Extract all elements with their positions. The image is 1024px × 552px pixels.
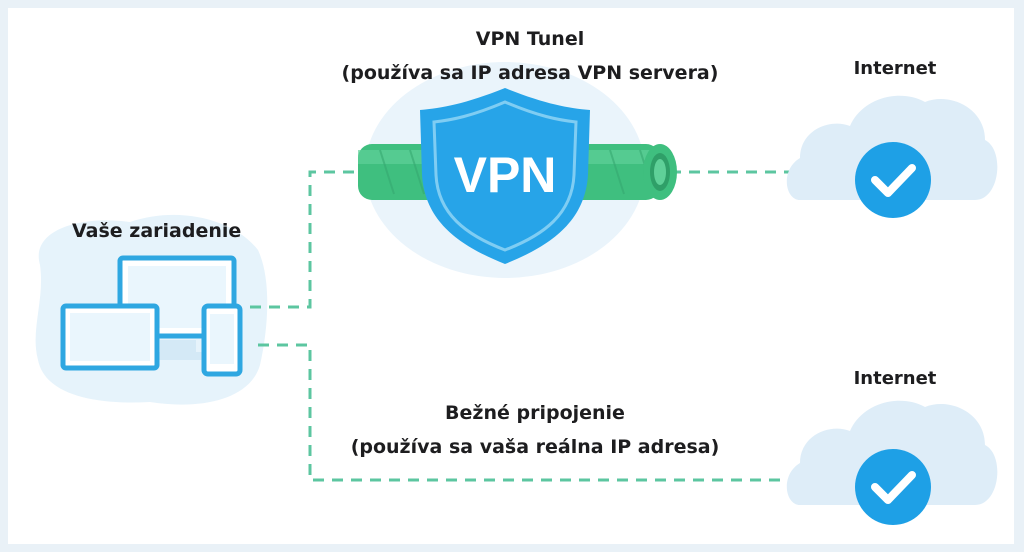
internet-label-bottom-text: Internet <box>853 368 937 389</box>
devices-icon <box>60 255 243 377</box>
device-label-text: Vaše zariadenie <box>72 220 242 242</box>
direct-connection-title: Bežné pripojenie <box>445 402 625 424</box>
cloud-check-icon <box>786 95 998 218</box>
direct-connection-label: Bežné pripojenie (používa sa vaša reálna… <box>300 396 770 464</box>
cloud-check-icon-bottom <box>786 400 998 525</box>
direct-connection-note: (používa sa vaša reálna IP adresa) <box>350 436 720 458</box>
vpn-tunnel-label: VPN Tunel (používa sa IP adresa VPN serv… <box>300 22 760 90</box>
internet-label-top: Internet <box>830 52 960 86</box>
internet-label-top-text: Internet <box>853 58 937 79</box>
vpn-shield-icon: VPN <box>420 88 590 264</box>
vpn-tunnel-title: VPN Tunel <box>475 28 585 50</box>
direct-path-line <box>258 343 800 482</box>
shield-text: VPN <box>454 147 557 203</box>
internet-label-bottom: Internet <box>830 362 960 396</box>
vpn-tunnel-note: (používa sa IP adresa VPN servera) <box>341 62 719 84</box>
vpn-path-line <box>250 170 800 309</box>
device-label: Vaše zariadenie <box>72 214 241 248</box>
